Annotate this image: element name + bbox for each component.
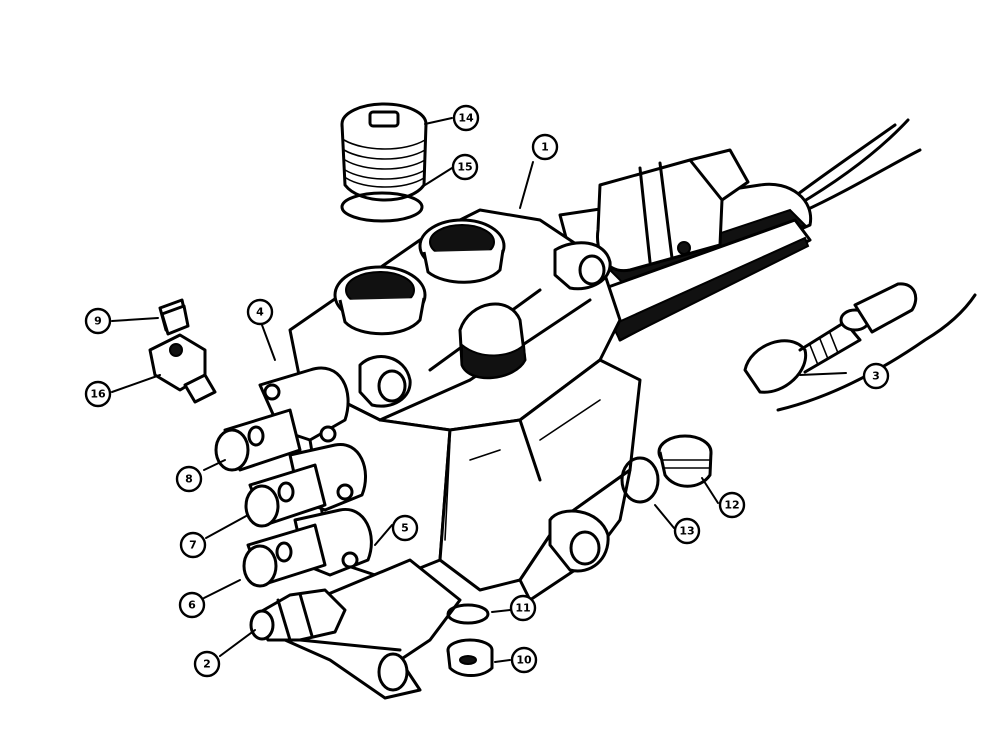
callout-5: 5 [391,514,419,542]
relief-valve-fitting [249,588,347,642]
callout-7: 7 [179,531,207,559]
callout-label: 6 [188,599,196,612]
ring-13 [620,456,660,504]
leader-lines [111,117,847,663]
spool-clevis-8 [214,366,350,472]
spool-clevis-7 [244,443,367,528]
callout-8: 8 [175,465,203,493]
callout-label: 7 [189,539,197,552]
callout-label: 9 [94,315,102,328]
callout-label: 15 [457,161,472,174]
callout-2: 2 [193,650,221,678]
callout-6: 6 [178,591,206,619]
callout-label: 8 [185,473,193,486]
callout-9: 9 [84,307,112,335]
spool-clevis-6 [242,508,373,588]
callout-12: 12 [718,491,746,519]
callouts: 1 2 3 4 5 6 7 8 [84,104,890,678]
elbow-fitting-16 [148,333,217,404]
callout-label: 12 [724,499,739,512]
callout-label: 10 [516,654,532,667]
plug-14 [340,102,428,202]
plug-9 [158,298,190,336]
callout-label: 5 [401,522,409,535]
callout-label: 14 [458,112,474,125]
callout-10: 10 [510,646,538,674]
spool-plunger-3 [743,282,977,412]
callout-11: 11 [509,594,537,622]
o-ring-15 [340,191,424,223]
callout-label: 11 [515,602,530,615]
callout-label: 3 [872,370,880,383]
electrical-leads [788,118,922,214]
callout-1: 1 [531,133,559,161]
callout-label: 16 [90,388,106,401]
callout-15: 15 [451,153,479,181]
plug-12 [657,434,713,488]
top-ports [333,218,506,336]
callout-label: 2 [203,658,211,671]
ring-11 [446,603,490,625]
callout-4: 4 [246,298,274,326]
callout-3: 3 [862,362,890,390]
callout-label: 4 [256,306,264,319]
callout-13: 13 [673,517,701,545]
callout-16: 16 [84,380,112,408]
plug-10 [446,638,494,677]
callout-14: 14 [452,104,480,132]
callout-label: 13 [679,525,694,538]
callout-label: 1 [541,141,549,154]
